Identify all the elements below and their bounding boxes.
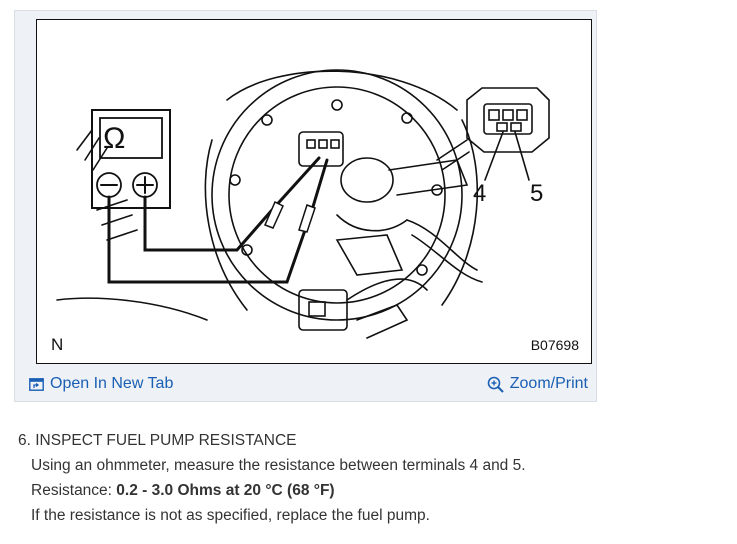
figure-actions: Open In New Tab Zoom/Print xyxy=(15,367,596,401)
step-instruction: Using an ohmmeter, measure the resistanc… xyxy=(31,457,526,474)
figure-card: Ω 4 5 N B07698 Open In New Tab Zoom/Prin… xyxy=(14,10,597,402)
terminal-4-label: 4 xyxy=(473,180,487,207)
pump-outer-ring xyxy=(211,69,463,321)
inspection-step: 6. INSPECT FUEL PUMP RESISTANCE Using an… xyxy=(18,428,718,528)
ohm-symbol: Ω xyxy=(103,122,126,155)
figure-code: B07698 xyxy=(530,337,579,353)
open-in-new-tab-icon xyxy=(29,377,44,391)
open-in-new-tab-link[interactable]: Open In New Tab xyxy=(29,375,173,393)
diagram-line-art xyxy=(56,69,550,339)
zoom-print-link[interactable]: Zoom/Print xyxy=(487,375,588,393)
pump-inner-ring xyxy=(228,86,446,304)
resistance-spec: Resistance: 0.2 - 3.0 Ohms at 20 °C (68 … xyxy=(18,478,718,503)
orientation-mark: N xyxy=(51,335,64,354)
resistance-value: 0.2 - 3.0 Ohms at 20 °C (68 °F) xyxy=(116,482,335,499)
zoom-magnifier-icon xyxy=(487,376,504,393)
terminal-5-label: 5 xyxy=(530,180,544,207)
step-heading: 6. INSPECT FUEL PUMP RESISTANCE xyxy=(18,432,297,449)
zoom-print-label: Zoom/Print xyxy=(509,375,588,392)
pump-connector xyxy=(298,131,344,167)
resistance-label: Resistance: xyxy=(31,482,117,499)
ohmmeter-body xyxy=(91,109,171,209)
terminal-connector-detail xyxy=(466,87,550,153)
wiring-diagram: Ω 4 5 N B07698 xyxy=(36,19,592,364)
open-in-new-tab-label: Open In New Tab xyxy=(50,375,174,392)
step-note: If the resistance is not as specified, r… xyxy=(31,507,430,524)
meter-leads xyxy=(107,156,329,284)
